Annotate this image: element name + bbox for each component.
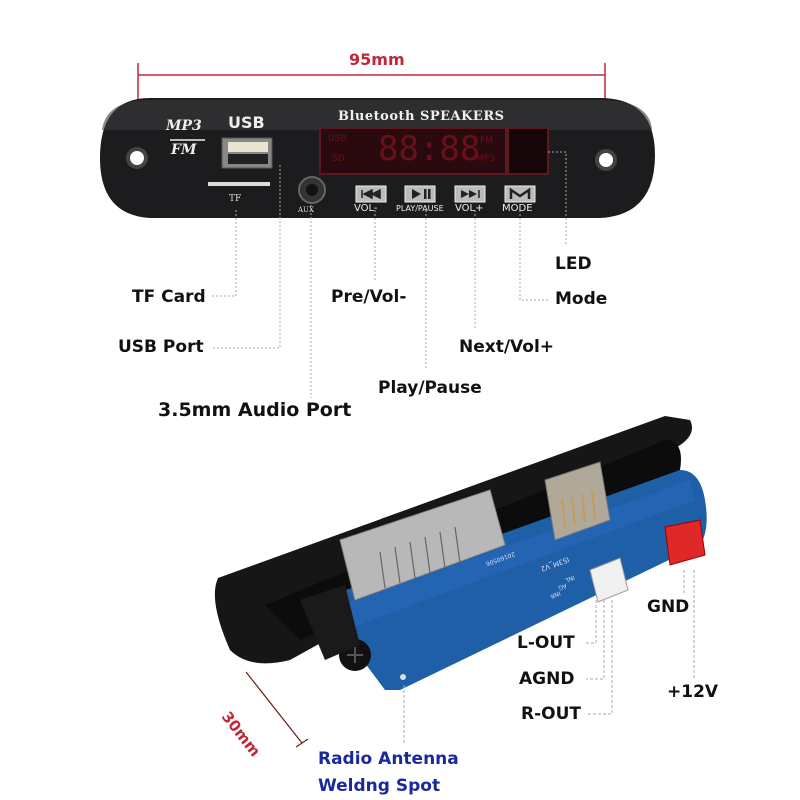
display-sd: SD (332, 154, 345, 164)
usb-panel-label: USB (228, 113, 265, 132)
callout-plus-12v: +12V (667, 682, 719, 702)
callout-mode: Mode (555, 289, 608, 309)
display-fm: FM (480, 136, 493, 146)
play-pause-panel-label: PLAY/PAUSE (396, 204, 444, 213)
callout-play-pause: Play/Pause (378, 378, 482, 398)
button-vol-minus[interactable] (355, 185, 387, 203)
display-digits: 88:88 (378, 129, 481, 169)
callout-antenna-line1: Radio Antenna (318, 749, 459, 769)
callout-usb-port: USB Port (118, 337, 204, 357)
button-mode[interactable] (504, 185, 536, 203)
callout-antenna-line2: Weldng Spot (318, 776, 441, 796)
callout-led: LED (555, 254, 592, 274)
callout-l-out: L-OUT (517, 633, 575, 653)
callout-gnd: GND (647, 597, 690, 617)
width-dimension-label: 95mm (349, 50, 405, 69)
callout-tf-card: TF Card (132, 287, 206, 307)
front-leader-lines (212, 151, 567, 398)
button-play-pause[interactable] (404, 185, 436, 203)
front-panel (100, 98, 655, 218)
callout-next-vol: Next/Vol+ (459, 337, 555, 357)
vol-minus-label: VOL- (354, 203, 378, 214)
callout-r-out: R-OUT (521, 704, 581, 724)
back-board (214, 416, 707, 690)
display-usb: USB (328, 134, 347, 144)
tf-panel-label: TF (229, 194, 242, 204)
mode-panel-label: MODE (502, 203, 533, 214)
button-vol-plus[interactable] (454, 185, 486, 203)
callout-pre-vol: Pre/Vol- (331, 287, 407, 307)
back-leader-lines (403, 570, 695, 745)
aux-panel-label: AUX (298, 206, 314, 214)
brand-label: Bluetooth SPEAKERS (338, 109, 505, 124)
depth-dimension (245, 671, 309, 748)
callout-agnd: AGND (519, 669, 575, 689)
display-mp3: MP3 (476, 154, 495, 164)
fm-logo: FM (171, 142, 197, 158)
callout-audio-port: 3.5mm Audio Port (158, 399, 352, 421)
vol-plus-label: VOL+ (455, 203, 484, 214)
mp3-logo: MP3 (166, 118, 202, 134)
